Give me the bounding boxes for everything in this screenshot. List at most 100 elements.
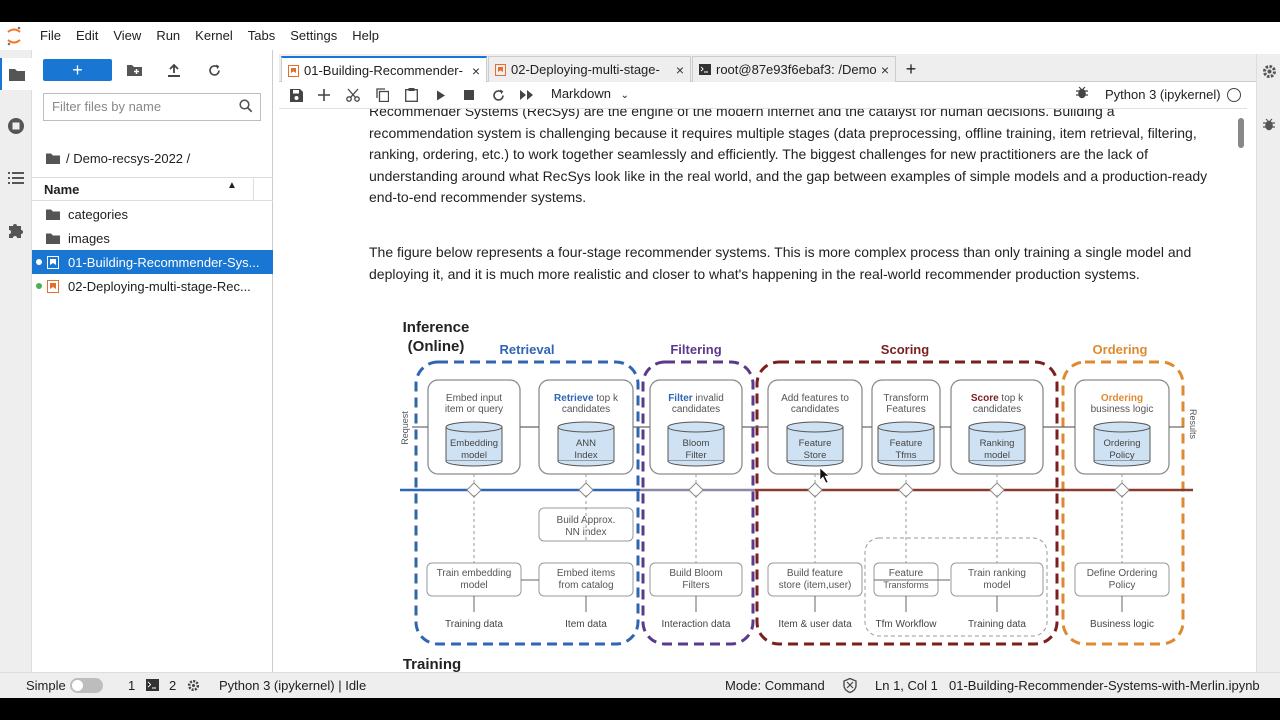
refresh-icon[interactable] [200, 59, 228, 81]
database-label: ANN [576, 438, 596, 449]
running-indicator-icon [36, 259, 42, 265]
database-label: Index [574, 450, 597, 461]
file-browser-panel: + Filter files by name / Demo-recsys-202… [32, 50, 273, 672]
box-title: Embed items [557, 568, 615, 579]
cut-icon[interactable] [343, 86, 363, 104]
database-cylinder-icon [667, 426, 725, 462]
file-name: 01-Building-Recommender-Sys... [68, 254, 260, 270]
menu-file[interactable]: File [40, 28, 61, 43]
filter-files-input[interactable]: Filter files by name [43, 93, 261, 121]
markdown-paragraph-intro: Recommender Systems (RecSys) are the eng… [369, 109, 1215, 209]
file-browser-tab-icon[interactable] [0, 58, 32, 90]
file-row-images[interactable]: images [32, 226, 273, 250]
insert-cell-icon[interactable] [314, 86, 334, 104]
trusted-shield-icon[interactable] [843, 677, 857, 696]
notebook-scrollbar[interactable] [1238, 118, 1244, 148]
box-title: Ordering [1101, 393, 1143, 404]
table-of-contents-icon[interactable] [0, 162, 32, 194]
paste-icon[interactable] [401, 86, 421, 104]
restart-kernel-icon[interactable] [488, 86, 508, 104]
box-title: Add features to [781, 393, 849, 404]
database-cylinder-icon [877, 460, 935, 467]
text-line: Recommender Systems (RecSys) are the eng… [369, 109, 1115, 119]
new-tab-icon[interactable]: + [905, 58, 917, 79]
menu-edit[interactable]: Edit [75, 28, 99, 43]
breadcrumb-path[interactable]: / Demo-recsys-2022 / [66, 151, 191, 166]
text-line: understanding around what RecSys look li… [369, 167, 1208, 184]
new-launcher-button[interactable]: + [43, 59, 112, 81]
stage-label: Ordering [1093, 342, 1148, 357]
kernel-status-icon [1227, 88, 1241, 102]
cursor-position[interactable]: Ln 1, Col 1 [875, 678, 938, 693]
notebook-icon [46, 279, 60, 293]
junction-diamond [688, 482, 704, 498]
cell-type-value: Markdown [551, 86, 611, 101]
cell-type-dropdown[interactable]: Markdown ⌄ [551, 86, 629, 101]
box-title: model [460, 580, 487, 591]
tab-notebook-01[interactable]: 01-Building-Recommender- × [281, 56, 487, 83]
restart-run-all-icon[interactable] [517, 86, 537, 104]
junction-diamond [1114, 482, 1130, 498]
upload-icon[interactable] [160, 59, 188, 81]
junction-diamond [807, 482, 823, 498]
status-bar: Simple 1 2 Python 3 (ipykernel) | Idle M… [0, 672, 1280, 698]
column-separator [253, 178, 273, 200]
simple-mode-label: Simple [26, 678, 66, 693]
junction-diamond [898, 482, 914, 498]
feature-transform-group [864, 537, 1048, 637]
box-title: Feature [889, 568, 924, 579]
file-row-notebook-02[interactable]: 02-Deploying-multi-stage-Rec... [32, 274, 273, 298]
interrupt-kernel-icon[interactable] [459, 86, 479, 104]
file-list-header[interactable]: Name ▲ [32, 177, 273, 201]
database-cylinder-icon [1093, 460, 1151, 467]
close-tab-icon[interactable]: × [471, 62, 480, 79]
notebook-icon [46, 255, 60, 269]
running-indicator-icon [36, 283, 42, 289]
debugger-icon[interactable] [1263, 118, 1275, 136]
menu-kernel[interactable]: Kernel [195, 28, 233, 43]
file-name: categories [68, 206, 128, 222]
text-line: deploying it, and it is much more realis… [369, 265, 1140, 282]
data-source-label: Training data [445, 619, 503, 630]
file-row-notebook-01[interactable]: 01-Building-Recommender-Sys... [32, 250, 273, 274]
simple-mode-toggle[interactable] [70, 678, 103, 693]
left-activity-bar [0, 50, 32, 672]
database-cylinder-icon [1093, 421, 1151, 433]
menu-view[interactable]: View [113, 28, 142, 43]
menu-tabs[interactable]: Tabs [247, 28, 276, 43]
junction-diamond [989, 482, 1005, 498]
copy-icon[interactable] [372, 86, 392, 104]
kernel-status-text[interactable]: Python 3 (ipykernel) | Idle [219, 678, 367, 693]
menu-help[interactable]: Help [352, 28, 379, 43]
stage-container [414, 360, 640, 646]
jupyterlab-window: File Edit View Run Kernel Tabs Settings … [0, 22, 1280, 698]
close-tab-icon[interactable]: × [880, 61, 889, 78]
menu-settings[interactable]: Settings [290, 28, 338, 43]
kernel-name-button[interactable]: Python 3 (ipykernel) [1105, 87, 1221, 102]
debugger-bug-icon[interactable] [1076, 86, 1088, 104]
database-cylinder-icon [968, 426, 1026, 462]
database-label: Tfms [895, 450, 916, 461]
terminal-count[interactable]: 1 [128, 678, 136, 693]
new-folder-icon[interactable] [120, 59, 148, 81]
menu-run[interactable]: Run [156, 28, 181, 43]
property-inspector-gear-icon[interactable] [1262, 64, 1277, 84]
run-cell-icon[interactable] [431, 86, 451, 104]
save-icon[interactable] [286, 86, 306, 104]
breadcrumb[interactable]: / Demo-recsys-2022 / [46, 151, 190, 166]
close-tab-icon[interactable]: × [675, 61, 684, 78]
tab-notebook-02[interactable]: 02-Deploying-multi-stage- × [488, 56, 691, 82]
menu-bar: File Edit View Run Kernel Tabs Settings … [0, 22, 1280, 50]
running-sessions-icon[interactable] [0, 110, 32, 142]
column-name[interactable]: Name [44, 182, 80, 197]
extension-manager-icon[interactable] [0, 214, 32, 246]
tab-label: 01-Building-Recommender- [304, 63, 463, 78]
tab-label: 02-Deploying-multi-stage- [511, 62, 660, 77]
box-title: Filters [682, 580, 709, 591]
tab-terminal[interactable]: root@87e93f6ebaf3: /Demo × [692, 56, 896, 82]
notebook-icon [495, 63, 506, 76]
database-label: Embedding [450, 438, 498, 449]
file-row-categories[interactable]: categories [32, 202, 273, 226]
kernel-count[interactable]: 2 [169, 678, 177, 693]
box-title: store (item,user) [779, 580, 852, 591]
